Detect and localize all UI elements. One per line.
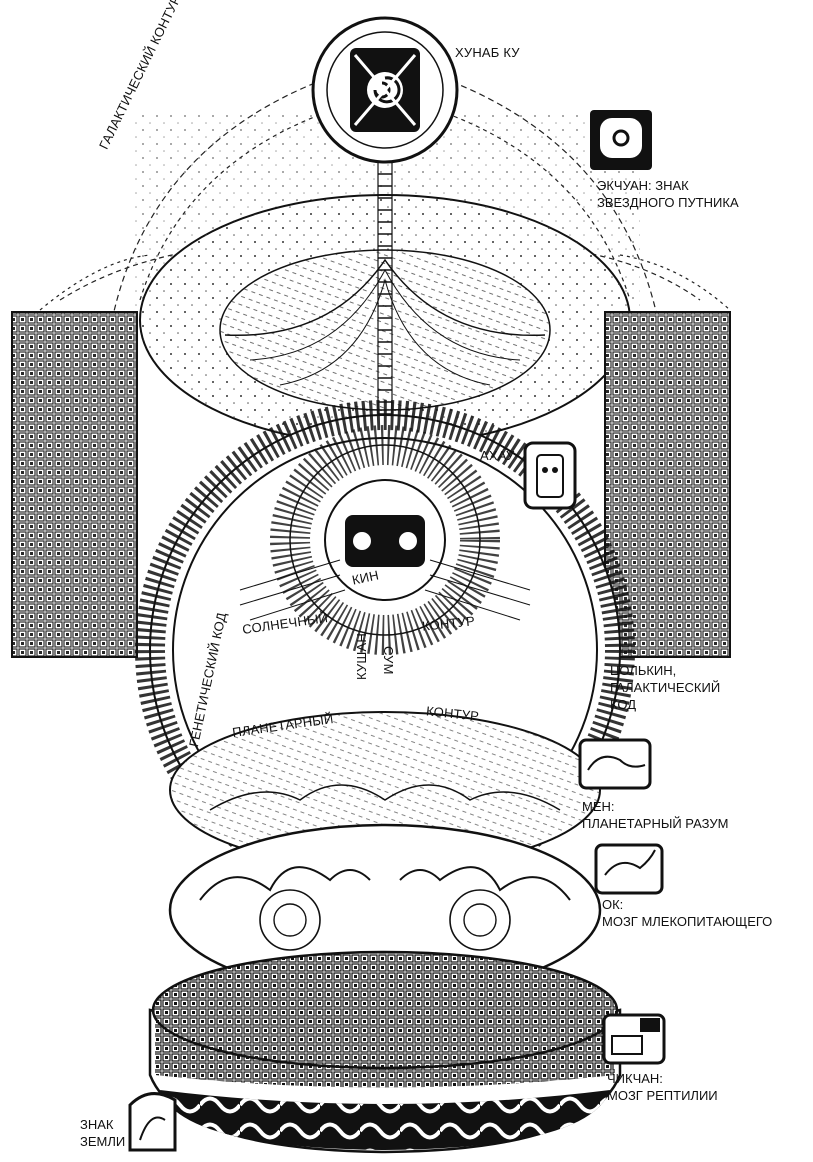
tzolkin-grid-right [605,312,730,657]
label-tzolkin-line3: КОД [610,696,720,713]
label-ok-line1: ОК: [602,896,772,913]
hunab-ku-glyph [313,18,457,162]
label-kushan: КУШАН [354,633,370,680]
ok-glyph [596,845,662,893]
label-hunab-ku: ХУНАБ КУ [455,45,520,61]
label-sum: СУМ [380,646,396,675]
label-earth: ЗНАК ЗЕМЛИ [80,1116,125,1150]
ahau-glyph [525,443,575,508]
label-men-line2: ПЛАНЕТАРНЫЙ РАЗУМ [582,815,728,832]
label-tzolkin-line1: ЦОЛЬКИН, [610,662,720,679]
label-chikchan: ЧИКЧАН: МОЗГ РЕПТИЛИИ [607,1070,718,1104]
label-ok-line2: МОЗГ МЛЕКОПИТАЮЩЕГО [602,913,772,930]
label-chikchan-line2: МОЗГ РЕПТИЛИИ [607,1087,718,1104]
label-earth-line1: ЗНАК [80,1116,125,1133]
men-glyph [580,740,650,788]
label-ekchuan: ЭКЧУАН: ЗНАК ЗВЕЗДНОГО ПУТНИКА [597,177,739,211]
chikchan-glyph [604,1015,664,1063]
label-ahau: АХАУ [480,448,515,464]
reptile-base [150,952,620,1152]
label-tzolkin-line2: ГАЛАКТИЧЕСКИЙ [610,679,720,696]
label-tzolkin: ЦОЛЬКИН, ГАЛАКТИЧЕСКИЙ КОД [610,662,720,713]
ekchuan-glyph [590,110,652,170]
kin-glyph [290,445,480,635]
label-ekchuan-line2: ЗВЕЗДНОГО ПУТНИКА [597,194,739,211]
label-men: МЕН: ПЛАНЕТАРНЫЙ РАЗУМ [582,798,728,832]
tzolkin-grid-left [12,312,137,657]
label-ok: ОК: МОЗГ МЛЕКОПИТАЮЩЕГО [602,896,772,930]
label-men-line1: МЕН: [582,798,728,815]
label-ekchuan-line1: ЭКЧУАН: ЗНАК [597,177,739,194]
earth-glyph [130,1094,175,1150]
label-chikchan-line1: ЧИКЧАН: [607,1070,718,1087]
label-earth-line2: ЗЕМЛИ [80,1133,125,1150]
